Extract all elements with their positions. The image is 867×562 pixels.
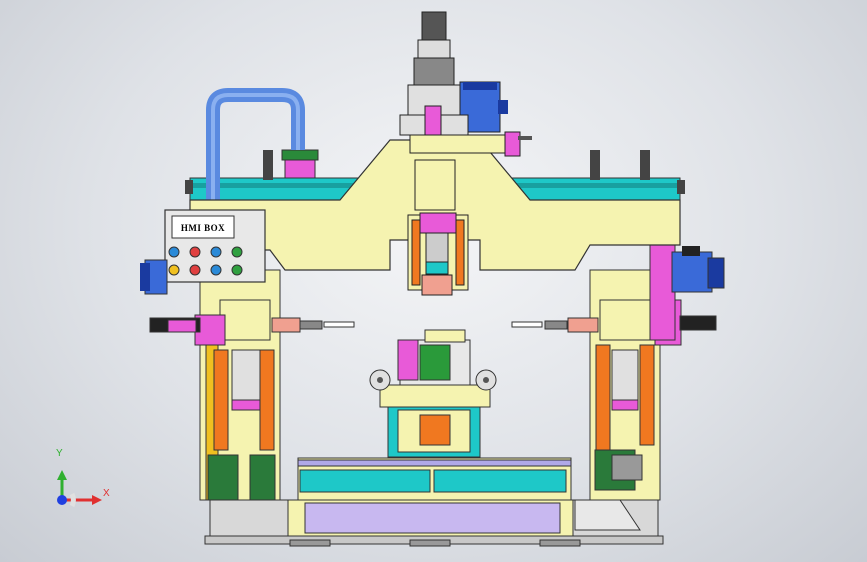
spindle-assembly [399,11,532,296]
hmi-button[interactable] [210,246,222,258]
hmi-button[interactable] [231,246,243,258]
fixture-assembly [297,329,572,501]
hmi-button[interactable] [189,246,201,258]
hmi-buttons [168,246,243,276]
left-column [149,269,355,501]
hmi-button[interactable] [189,264,201,276]
hmi-box-label: HMI BOX [181,223,225,233]
hmi-button[interactable] [210,264,222,276]
hmi-button[interactable] [231,264,243,276]
hmi-button[interactable] [168,246,180,258]
y-axis-label: Y [56,448,63,459]
right-column [511,239,725,531]
axis-triad: Y X [56,448,110,508]
hmi-box[interactable]: HMI BOX [140,209,266,295]
x-axis-label: X [103,488,110,499]
hmi-button[interactable] [168,264,180,276]
